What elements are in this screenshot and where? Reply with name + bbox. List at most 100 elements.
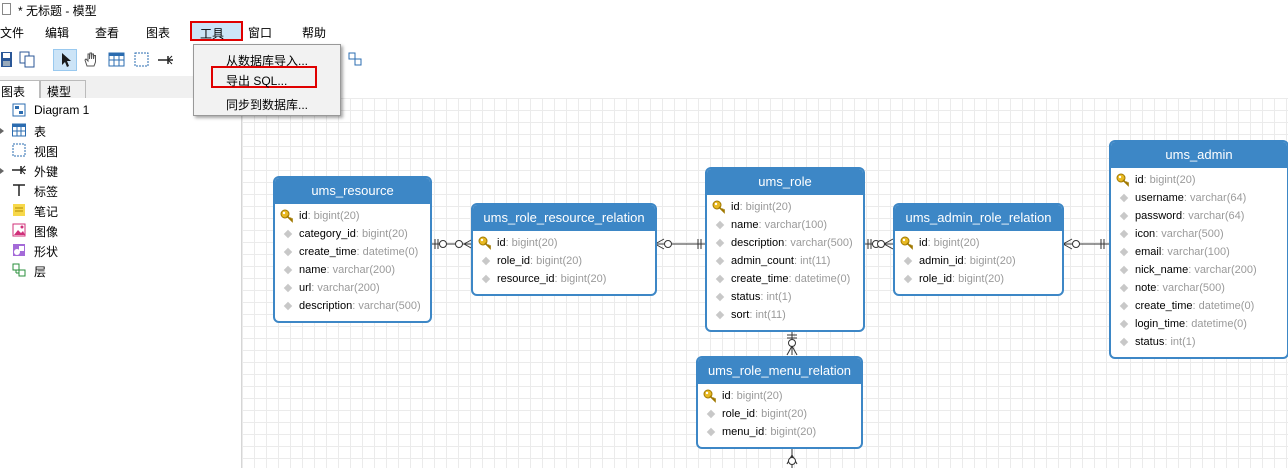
column-name: password (1135, 210, 1183, 222)
table-column[interactable]: role_id: bigint(20) (895, 270, 1062, 288)
table-header: ums_role_resource_relation (473, 205, 655, 231)
primary-key-icon (703, 389, 716, 403)
menu-bar: 文件 编辑 查看 图表 工具 窗口 帮助 (0, 20, 1288, 44)
column-type: : varchar(100) (758, 219, 828, 231)
column-marker-icon (715, 274, 725, 284)
table-column[interactable]: description: varchar(500) (275, 297, 430, 315)
table-column[interactable]: create_time: datetime(0) (707, 270, 863, 288)
table-column[interactable]: admin_id: bigint(20) (895, 252, 1062, 270)
view-icon[interactable] (133, 51, 150, 68)
column-type: : int(11) (794, 255, 831, 267)
table-column[interactable]: resource_id: bigint(20) (473, 270, 655, 288)
expand-arrow-icon[interactable] (0, 128, 4, 134)
hand-icon[interactable] (82, 51, 99, 68)
table-column[interactable]: login_time: datetime(0) (1111, 315, 1287, 333)
column-marker-icon (481, 274, 491, 284)
table-column[interactable]: description: varchar(500) (707, 234, 863, 252)
column-type: : varchar(100) (1161, 246, 1230, 258)
table-column[interactable]: password: varchar(64) (1111, 207, 1287, 225)
table-ums-resource[interactable]: ums_resource id: bigint(20)category_id: b… (273, 176, 432, 323)
table-column[interactable]: name: varchar(200) (275, 261, 430, 279)
column-marker-icon (283, 247, 293, 257)
primary-key-icon (712, 200, 725, 214)
column-type: : varchar(200) (326, 264, 396, 276)
tree-item-label: 笔记 (34, 205, 59, 219)
column-type: : varchar(200) (311, 282, 380, 294)
table-column[interactable]: status: int(1) (707, 288, 863, 306)
expand-arrow-icon[interactable] (0, 168, 4, 174)
column-marker-icon (1119, 319, 1129, 329)
table-column[interactable]: nick_name: varchar(200) (1111, 261, 1287, 279)
table-column[interactable]: create_time: datetime(0) (275, 243, 430, 261)
table-column[interactable]: name: varchar(100) (707, 216, 863, 234)
menu-help[interactable]: 帮助 (302, 26, 327, 40)
layer-icon[interactable] (347, 51, 364, 68)
column-marker-icon (706, 427, 716, 437)
table-column[interactable]: id: bigint(20) (275, 207, 430, 225)
table-column[interactable]: id: bigint(20) (895, 234, 1062, 252)
table-column[interactable]: id: bigint(20) (1111, 171, 1287, 189)
menu-item-sync-to-database[interactable]: 同步到数据库... (226, 98, 309, 112)
menu-diagram[interactable]: 图表 (146, 26, 171, 40)
column-type: : bigint(20) (739, 201, 792, 213)
table-column[interactable]: icon: varchar(500) (1111, 225, 1287, 243)
column-name: id (299, 210, 308, 222)
table-column[interactable]: id: bigint(20) (473, 234, 655, 252)
column-type: : varchar(500) (1156, 282, 1225, 294)
menu-file[interactable]: 文件 (0, 26, 25, 40)
column-marker-icon (715, 256, 725, 266)
column-type: : datetime(0) (788, 273, 851, 285)
object-tree: Diagram 1 表 视图 外键 标签 笔记 图像 形状 层 (0, 98, 242, 468)
column-list: id: bigint(20)admin_id: bigint(20)role_i… (895, 231, 1062, 288)
menu-window[interactable]: 窗口 (248, 26, 273, 40)
menu-view[interactable]: 查看 (95, 26, 120, 40)
table-column[interactable]: admin_count: int(11) (707, 252, 863, 270)
table-column[interactable]: sort: int(11) (707, 306, 863, 324)
column-marker-icon (1119, 247, 1129, 257)
table-header: ums_role_menu_relation (698, 358, 861, 384)
table-icon[interactable] (108, 51, 125, 68)
primary-key-icon (478, 236, 491, 250)
tab-model[interactable]: 模型 (40, 80, 86, 99)
table-ums-role-menu-relation[interactable]: ums_role_menu_relation id: bigint(20)role… (696, 356, 863, 449)
table-column[interactable]: id: bigint(20) (698, 387, 861, 405)
table-column[interactable]: id: bigint(20) (707, 198, 863, 216)
save-icon[interactable] (0, 51, 17, 68)
column-name: create_time (1135, 300, 1193, 312)
table-column[interactable]: menu_id: bigint(20) (698, 423, 861, 441)
label-icon (13, 184, 25, 196)
foreign-key-icon[interactable] (157, 51, 174, 68)
table-ums-role-resource-relation[interactable]: ums_role_resource_relation id: bigint(20)… (471, 203, 657, 296)
table-column[interactable]: role_id: bigint(20) (473, 252, 655, 270)
table-column[interactable]: status: int(1) (1111, 333, 1287, 351)
column-type: : varchar(64) (1183, 192, 1247, 204)
column-name: sort (731, 309, 750, 321)
column-name: status (731, 291, 761, 303)
copy-icon[interactable] (19, 51, 36, 68)
tab-diagram[interactable]: 图表 (0, 80, 40, 99)
column-type: : datetime(0) (1192, 300, 1255, 312)
column-marker-icon (1119, 265, 1129, 275)
menu-tools[interactable]: 工具 (190, 21, 243, 41)
menu-item-import-from-database[interactable]: 从数据库导入... (226, 54, 309, 68)
table-column[interactable]: category_id: bigint(20) (275, 225, 430, 243)
table-column[interactable]: role_id: bigint(20) (698, 405, 861, 423)
table-column[interactable]: username: varchar(64) (1111, 189, 1287, 207)
menu-item-export-sql[interactable]: 导出 SQL... (226, 74, 288, 88)
column-type: : varchar(500) (784, 237, 853, 249)
column-type: : varchar(500) (352, 300, 421, 312)
tree-item-label: 视图 (34, 145, 59, 159)
table-column[interactable]: note: varchar(500) (1111, 279, 1287, 297)
table-column[interactable]: create_time: datetime(0) (1111, 297, 1287, 315)
column-name: nick_name (1135, 264, 1189, 276)
table-column[interactable]: url: varchar(200) (275, 279, 430, 297)
table-header: ums_resource (275, 178, 430, 204)
pointer-tool-button[interactable] (53, 49, 77, 71)
table-column[interactable]: email: varchar(100) (1111, 243, 1287, 261)
column-type: : varchar(64) (1182, 210, 1245, 222)
menu-edit[interactable]: 编辑 (45, 26, 70, 40)
